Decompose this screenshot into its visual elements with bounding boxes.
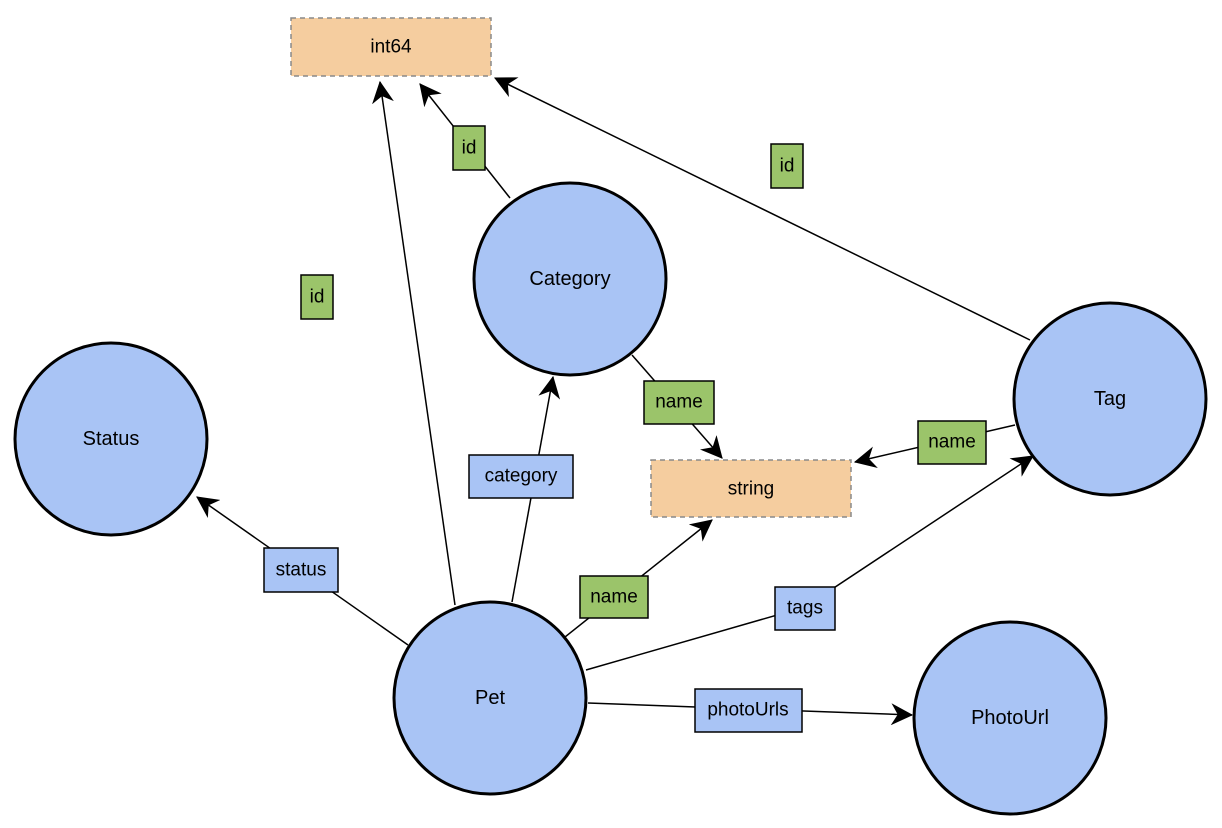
edge-label-pet-status: status <box>263 547 339 593</box>
edge-label-tag-name: name <box>917 420 987 465</box>
node-tag[interactable]: Tag <box>1012 301 1208 497</box>
node-category-label: Category <box>529 268 610 290</box>
edge-label-pet-name-text: name <box>590 587 638 608</box>
edge-tag-id <box>494 77 1031 341</box>
node-category[interactable]: Category <box>472 181 668 377</box>
edge-label-pet-photourls: photoUrls <box>694 688 803 733</box>
node-pet[interactable]: Pet <box>392 600 588 796</box>
node-tag-label: Tag <box>1094 388 1126 410</box>
node-status[interactable]: Status <box>13 341 209 537</box>
edge-pet-id <box>372 80 456 606</box>
edge-label-pet-id-text: id <box>310 287 325 308</box>
edge-label-pet-category-text: category <box>485 466 558 487</box>
edge-label-pet-id: id <box>300 274 334 320</box>
type-string: string <box>650 459 852 518</box>
edge-label-pet-tags: tags <box>774 586 836 631</box>
edge-label-category-name-text: name <box>655 392 703 413</box>
type-string-label: string <box>728 479 774 500</box>
edge-label-pet-photourls-text: photoUrls <box>707 700 788 721</box>
type-int64: int64 <box>290 17 492 77</box>
edge-label-pet-tags-text: tags <box>787 598 823 619</box>
node-pet-label: Pet <box>475 687 505 709</box>
node-photourl-label: PhotoUrl <box>971 707 1049 729</box>
edges <box>196 77 1034 726</box>
edge-label-category-id-text: id <box>462 138 477 159</box>
edge-label-category-name: name <box>643 380 715 425</box>
type-int64-label: int64 <box>370 37 412 58</box>
edge-label-tag-id: id <box>770 143 804 189</box>
node-status-label: Status <box>83 428 140 450</box>
edge-label-tag-name-text: name <box>928 432 976 453</box>
edge-label-pet-status-text: status <box>276 560 327 581</box>
edge-label-pet-name: name <box>579 575 649 619</box>
edge-label-pet-category: category <box>468 454 574 499</box>
node-photourl[interactable]: PhotoUrl <box>912 620 1108 816</box>
edge-label-category-id: id <box>452 125 486 171</box>
edge-label-tag-id-text: id <box>780 156 795 177</box>
